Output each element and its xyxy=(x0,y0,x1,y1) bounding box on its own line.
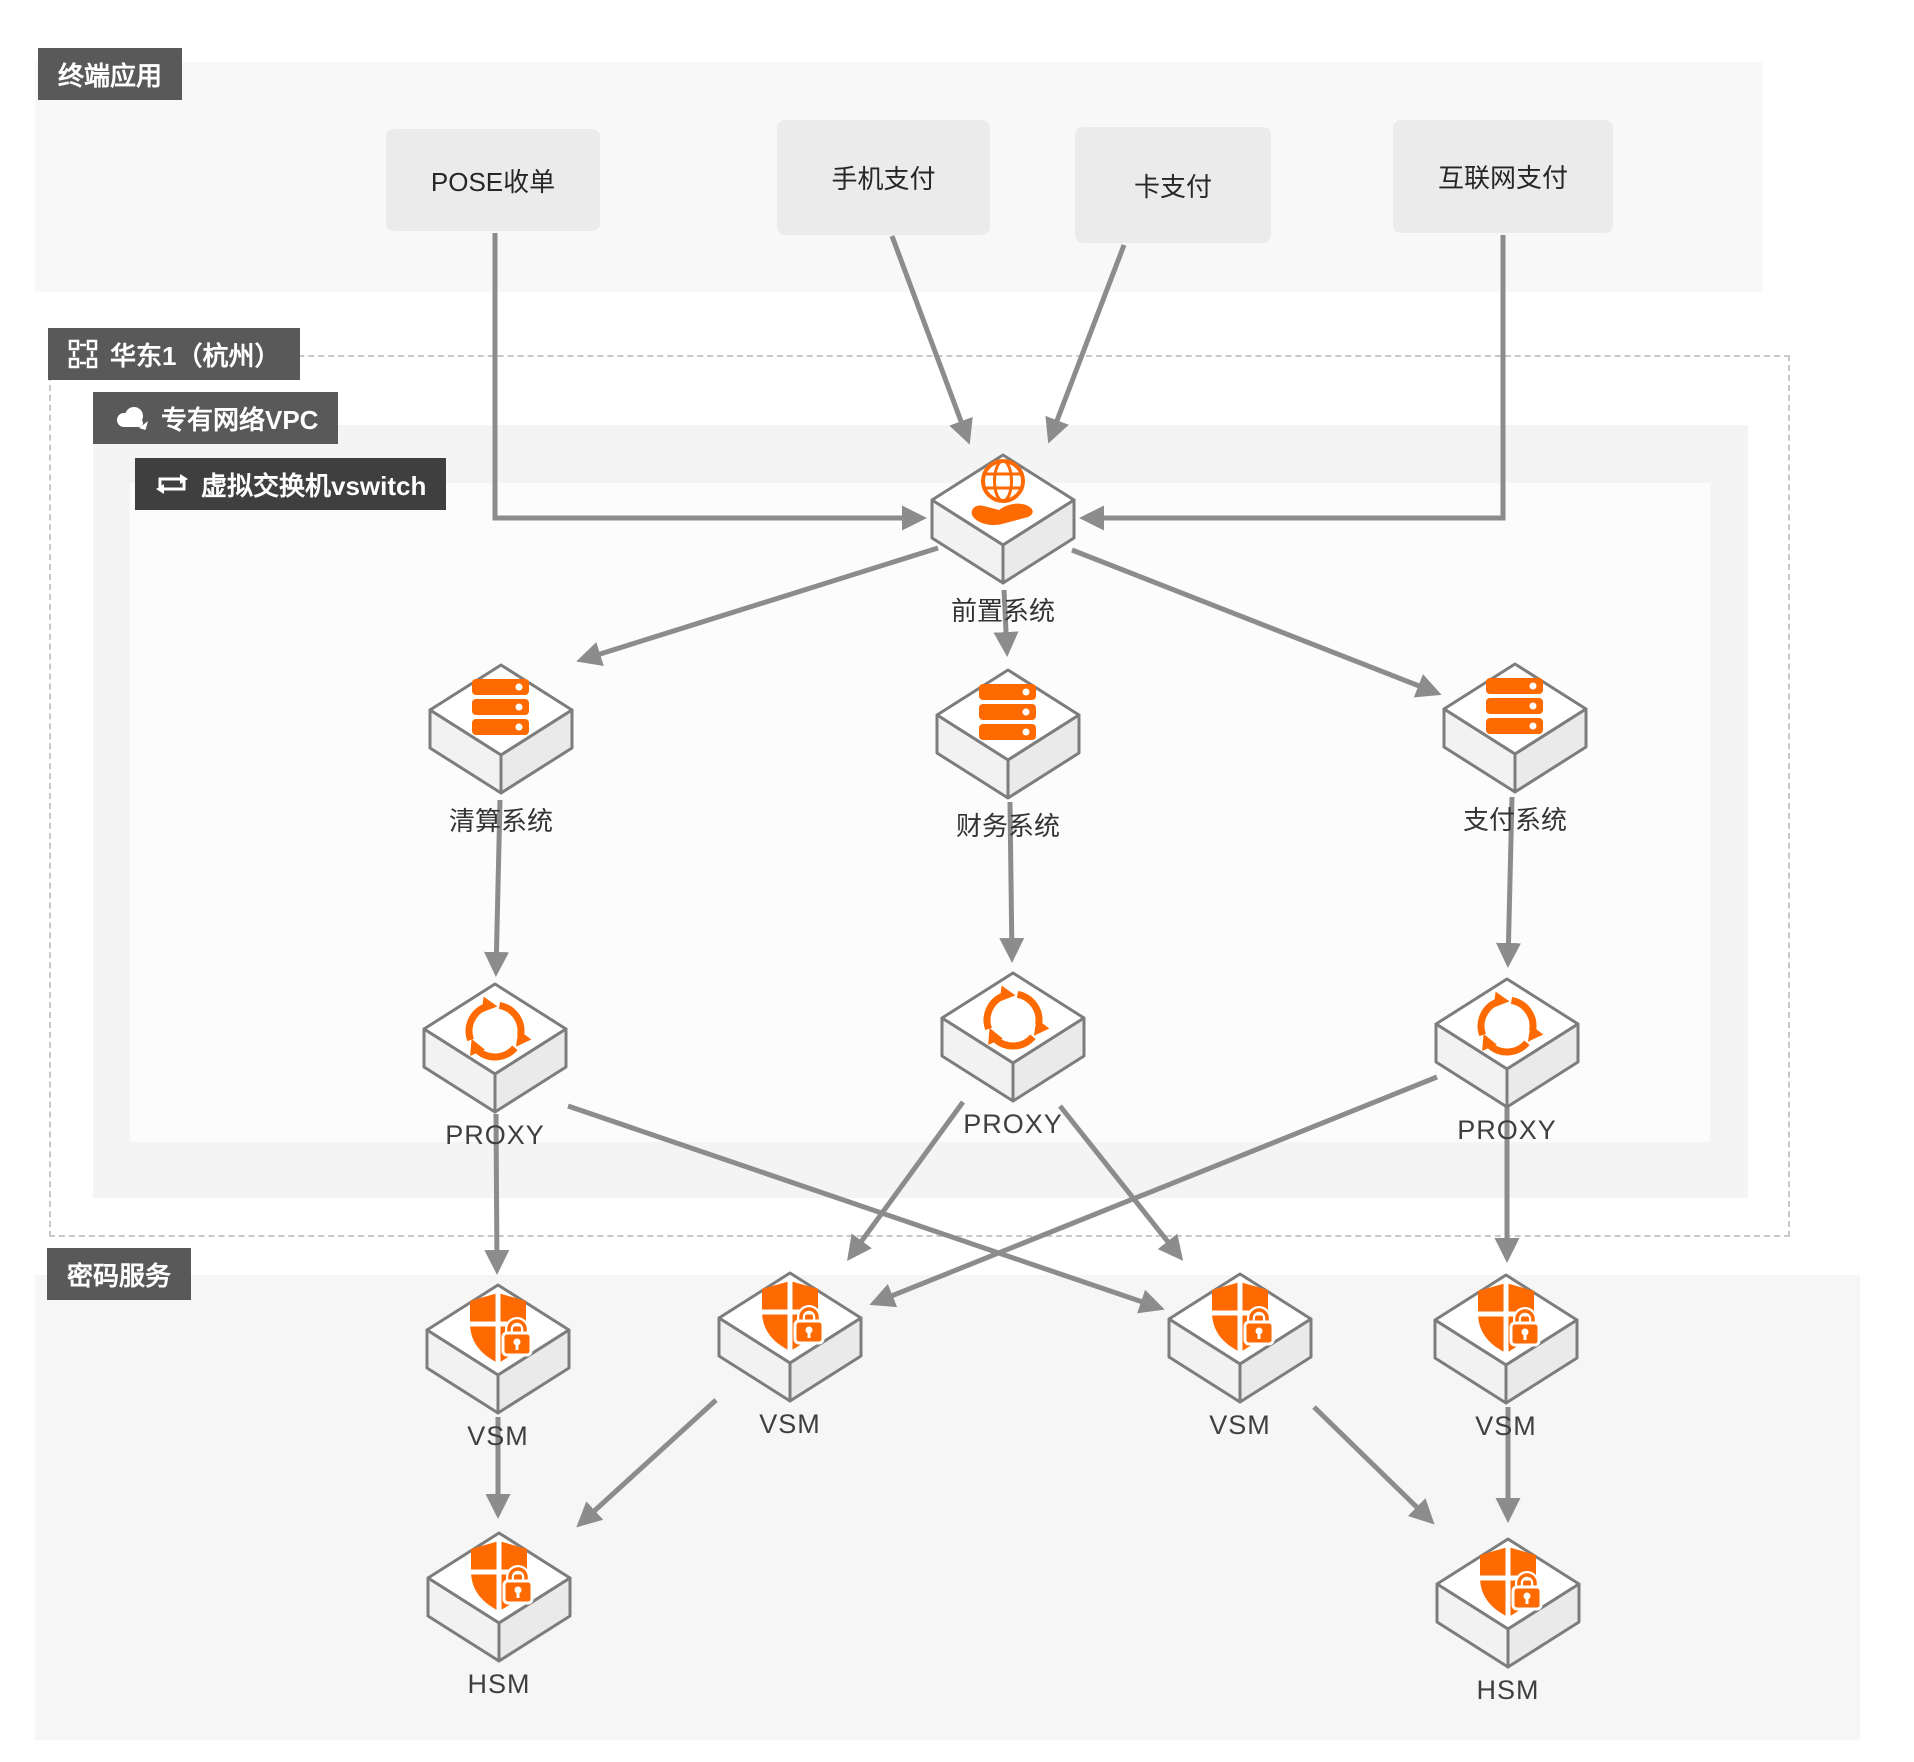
node-proxy-3: PROXY xyxy=(1434,977,1580,1145)
section-badge-region: 华东1（杭州） xyxy=(48,328,301,380)
server-icon xyxy=(1442,662,1588,794)
app-box-pose: POSE收单 xyxy=(386,129,600,231)
server-icon xyxy=(935,668,1081,800)
node-label: VSM xyxy=(1209,1410,1271,1440)
app-box-label: 手机支付 xyxy=(831,164,936,194)
node-vsm-2: VSM xyxy=(717,1271,863,1439)
region-icon xyxy=(68,339,98,369)
node-proxy-1: PROXY xyxy=(422,982,568,1150)
node-label: 财务系统 xyxy=(955,811,1061,841)
vpc-label: 专有网络VPC xyxy=(161,404,319,435)
node-label: PROXY xyxy=(1457,1115,1557,1145)
app-box-mobile-pay: 手机支付 xyxy=(777,120,990,235)
app-box-label: 卡支付 xyxy=(1133,171,1212,202)
node-hsm-1: HSM xyxy=(426,1531,572,1699)
node-clearing-system: 清算系统 xyxy=(428,663,574,836)
crypto-service-panel xyxy=(35,1275,1860,1740)
terminal-apps-label: 终端应用 xyxy=(58,60,163,91)
node-label: HSM xyxy=(467,1669,531,1699)
shield-lock-icon xyxy=(425,1283,571,1415)
node-proxy-2: PROXY xyxy=(940,971,1086,1139)
crypto-service-label: 密码服务 xyxy=(67,1260,172,1291)
shield-lock-icon xyxy=(717,1271,863,1403)
node-label: 前置系统 xyxy=(950,596,1056,626)
node-label: VSM xyxy=(759,1409,821,1439)
shield-lock-icon xyxy=(1433,1273,1579,1405)
section-badge-terminal-apps: 终端应用 xyxy=(38,48,183,100)
proxy-icon xyxy=(940,971,1086,1103)
vswitch-label: 虚拟交换机vswitch xyxy=(201,470,427,501)
node-label: HSM xyxy=(1476,1675,1540,1705)
node-vsm-4: VSM xyxy=(1433,1273,1579,1441)
node-label: 清算系统 xyxy=(448,806,554,836)
app-box-internet-pay: 互联网支付 xyxy=(1393,120,1613,233)
section-badge-vswitch: 虚拟交换机vswitch xyxy=(135,458,447,510)
node-label: VSM xyxy=(1475,1411,1537,1441)
shield-lock-icon xyxy=(1167,1272,1313,1404)
shield-lock-icon xyxy=(1435,1537,1581,1669)
vswitch-swap-icon xyxy=(156,474,188,494)
node-label: 支付系统 xyxy=(1462,805,1568,835)
node-finance-system: 财务系统 xyxy=(935,668,1081,841)
server-icon xyxy=(428,663,574,795)
node-vsm-3: VSM xyxy=(1167,1272,1313,1440)
section-badge-vpc: 专有网络VPC xyxy=(93,392,339,444)
region-label: 华东1（杭州） xyxy=(110,340,281,371)
node-vsm-1: VSM xyxy=(425,1283,571,1451)
node-front-system: 前置系统 xyxy=(930,453,1076,626)
shield-lock-icon xyxy=(426,1531,572,1663)
app-box-label: 互联网支付 xyxy=(1437,163,1568,193)
app-box-label: POSE收单 xyxy=(430,166,556,197)
node-label: VSM xyxy=(467,1421,529,1451)
section-badge-crypto-service: 密码服务 xyxy=(47,1248,192,1300)
cloud-icon xyxy=(117,407,148,430)
gateway-icon xyxy=(930,453,1076,585)
node-hsm-2: HSM xyxy=(1435,1537,1581,1705)
app-box-card-pay: 卡支付 xyxy=(1075,127,1271,243)
node-label: PROXY xyxy=(963,1109,1063,1139)
proxy-icon xyxy=(422,982,568,1114)
node-payment-system: 支付系统 xyxy=(1442,662,1588,835)
proxy-icon xyxy=(1434,977,1580,1109)
node-label: PROXY xyxy=(445,1120,545,1150)
